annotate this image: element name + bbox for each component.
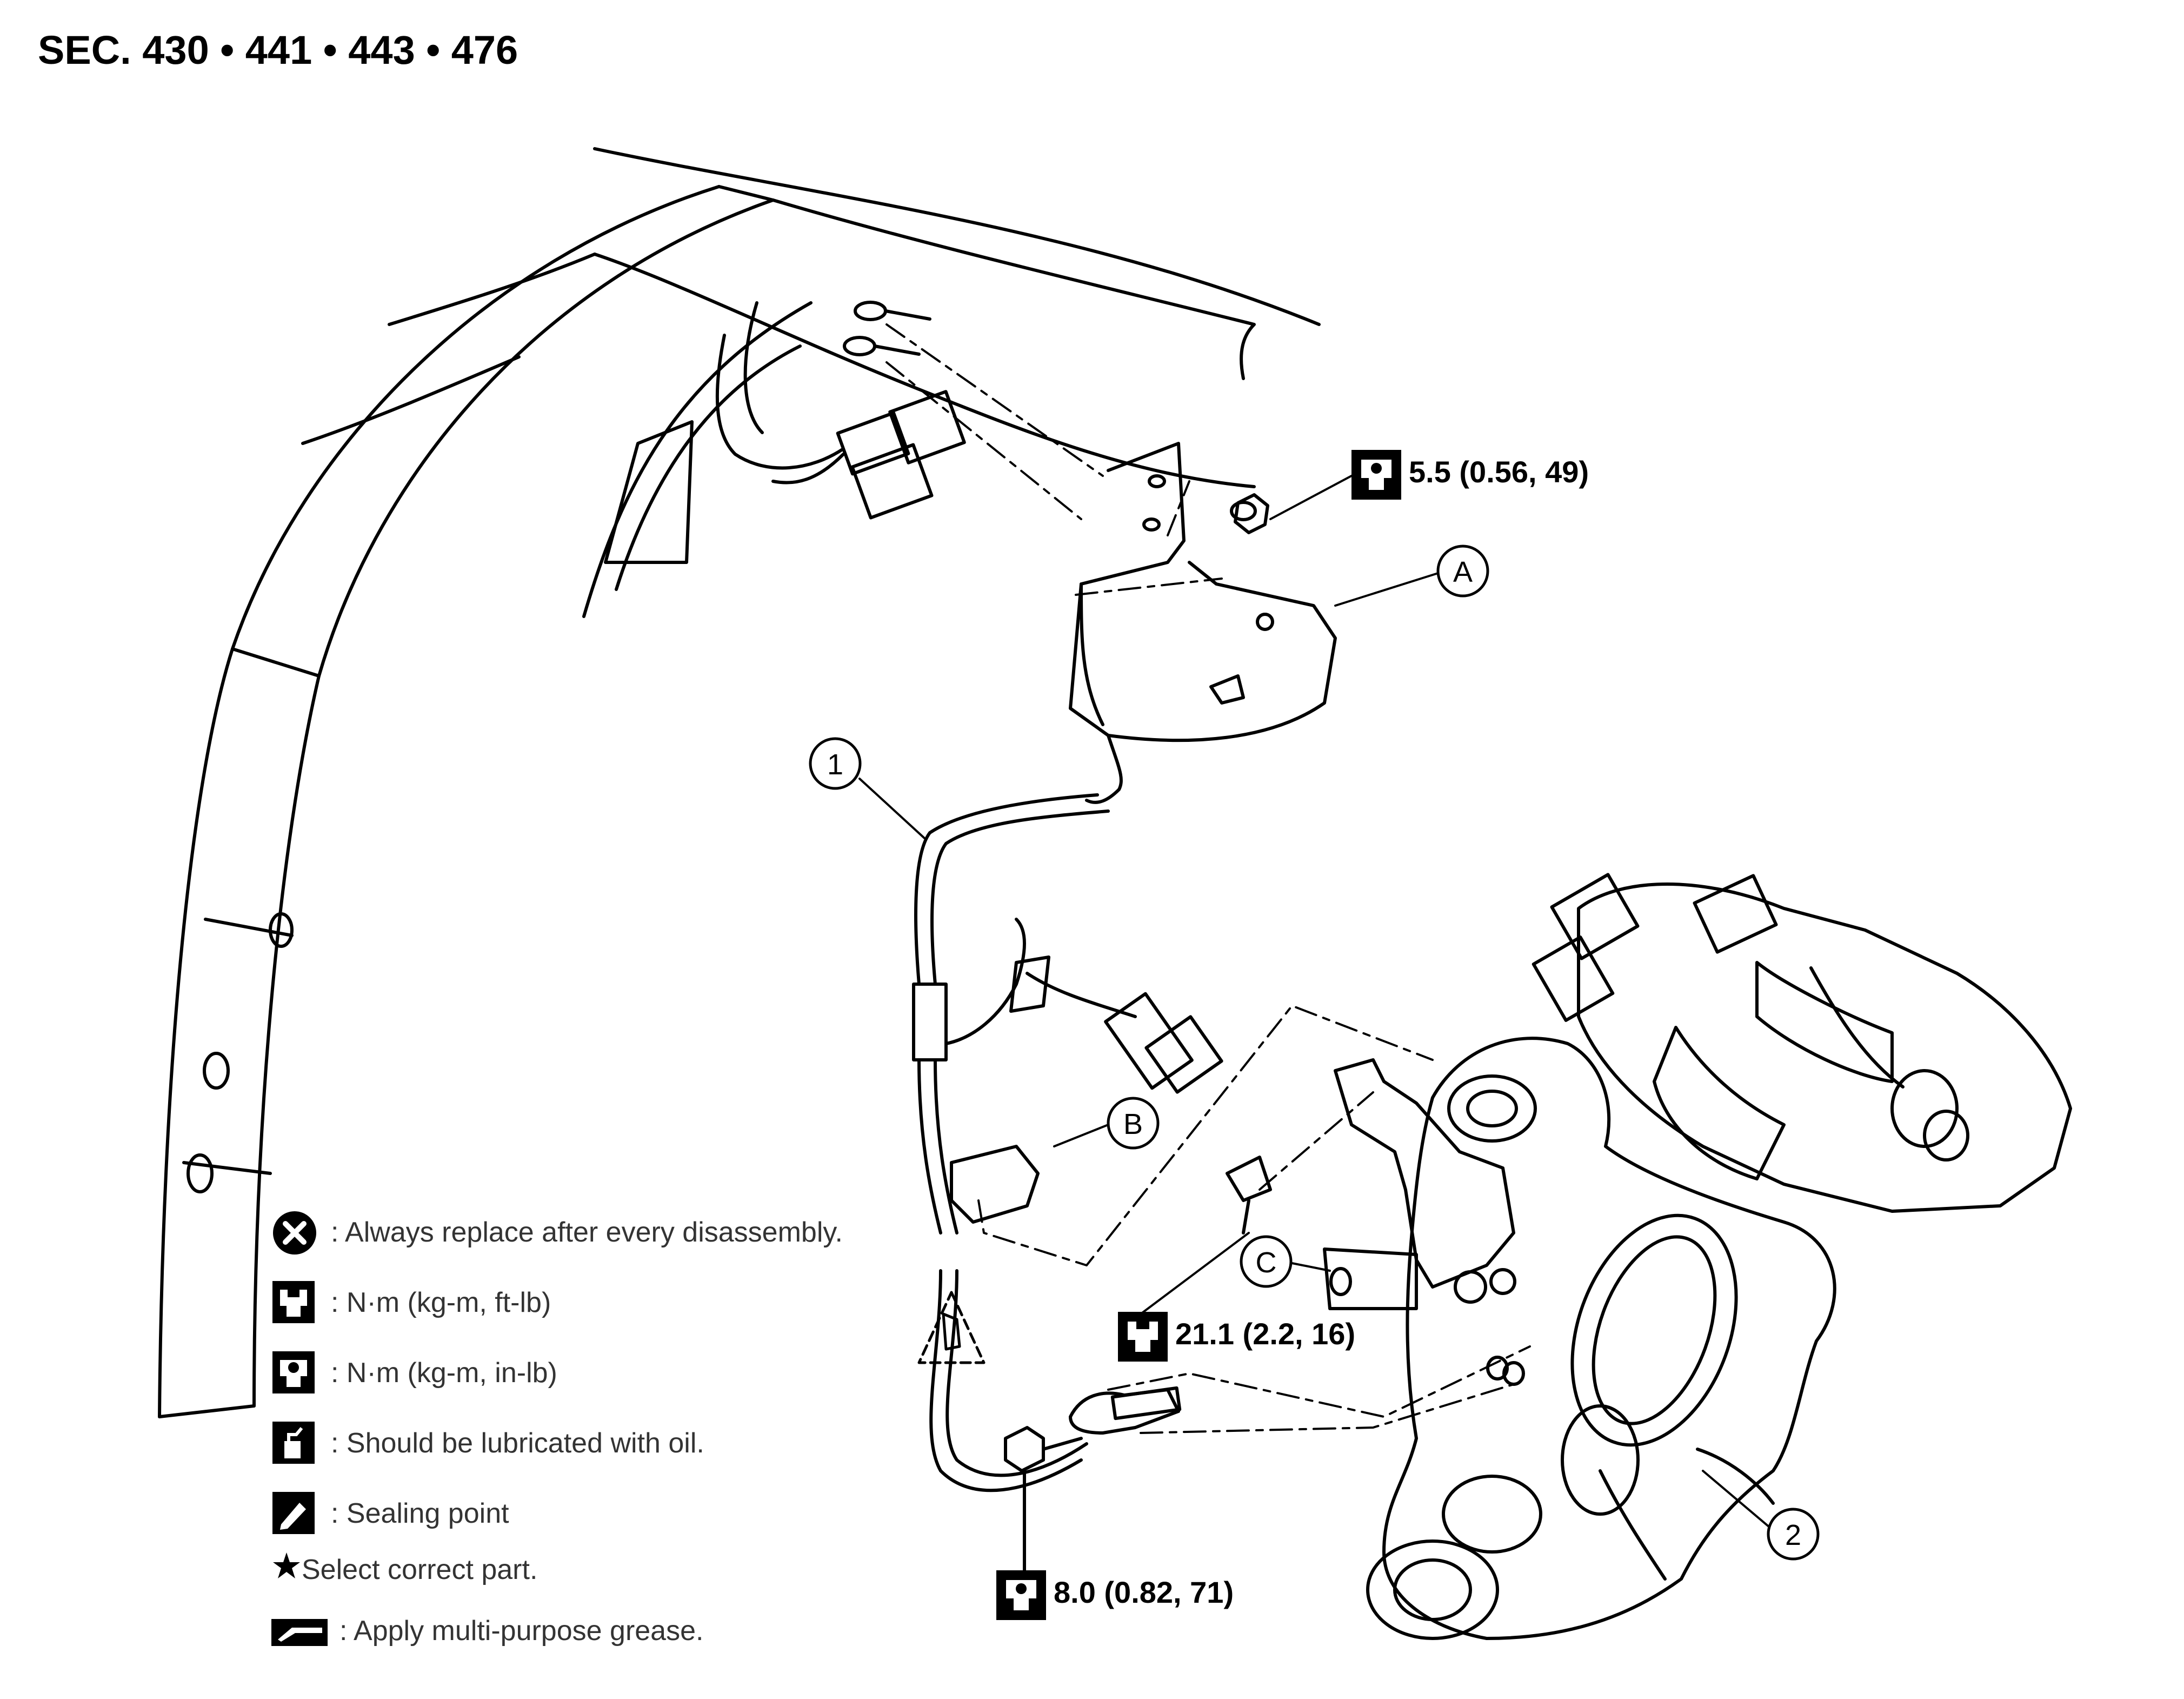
torque-spec-bracket-bolt: 21.1 (2.2, 16): [1175, 1317, 1356, 1351]
legend-item-grease: : Apply multi-purpose grease.: [270, 1611, 1027, 1660]
legend-item-oil: : Should be lubricated with oil.: [270, 1419, 1027, 1468]
oil-can-icon: [272, 1422, 315, 1464]
callout-ref-a: [1436, 545, 1489, 598]
legend-item-replace: : Always replace after every disassembly…: [270, 1209, 1027, 1257]
callout-ref-c: [1240, 1235, 1293, 1288]
callout-ref-b: [1107, 1097, 1160, 1150]
section-header: SEC. 430 • 441 • 443 • 476: [38, 28, 518, 72]
bracket-nut: [1234, 493, 1269, 534]
torque-icon-bracket-bolt: [1118, 1312, 1168, 1362]
legend-item-sealing: : Sealing point: [270, 1490, 1027, 1538]
torque-icon-sensor-bolt: [996, 1570, 1046, 1620]
bracket-c: [1226, 1058, 1516, 1310]
callout-ref-b-label: B: [1123, 1108, 1143, 1140]
grease-icon: [271, 1619, 328, 1646]
callout-part-2-label: 2: [1785, 1519, 1801, 1551]
legend-text-torque-inlb: : N·m (kg-m, in-lb): [331, 1357, 557, 1389]
torque-spec-bracket-nut: 5.5 (0.56, 49): [1409, 455, 1589, 489]
callout-part-2: [1767, 1508, 1820, 1561]
sealing-point-icon: [272, 1492, 315, 1534]
torque-ftlb-icon: [272, 1281, 315, 1323]
bracket-a: [1069, 442, 1337, 804]
legend-text-torque-ftlb: : N·m (kg-m, ft-lb): [331, 1287, 551, 1318]
callout-part-1: [809, 737, 862, 790]
wheel-sensor: [1004, 1386, 1182, 1586]
torque-spec-sensor-bolt: 8.0 (0.82, 71): [1054, 1575, 1234, 1609]
legend-text-star: Select correct part.: [302, 1554, 538, 1585]
caliper-side-connector: [950, 955, 1223, 1224]
brake-caliper: [1532, 873, 2072, 1213]
legend-text-replace: : Always replace after every disassembly…: [331, 1217, 843, 1248]
callout-ref-c-label: C: [1256, 1246, 1277, 1279]
legend-item-torque-inlb: : N·m (kg-m, in-lb): [270, 1349, 1027, 1398]
replace-icon: [273, 1211, 316, 1255]
callout-part-1-label: 1: [827, 748, 843, 781]
wheel-house-panel: [158, 147, 1321, 1418]
legend-text-oil: : Should be lubricated with oil.: [331, 1428, 704, 1459]
legend-item-star: Select correct part.: [270, 1549, 1027, 1598]
sealing-triangle: [917, 1291, 986, 1364]
star-icon: [273, 1552, 300, 1578]
legend-item-torque-ftlb: : N·m (kg-m, ft-lb): [270, 1279, 1027, 1328]
body-harness-connectors: [715, 301, 966, 520]
torque-inlb-icon: [272, 1351, 315, 1393]
sensor-harness: [912, 793, 1137, 1492]
callout-ref-a-label: A: [1453, 556, 1473, 588]
legend-text-sealing: : Sealing point: [331, 1498, 509, 1529]
legend-text-grease: : Apply multi-purpose grease.: [339, 1615, 704, 1647]
torque-icon-bracket-nut: [1351, 450, 1401, 500]
